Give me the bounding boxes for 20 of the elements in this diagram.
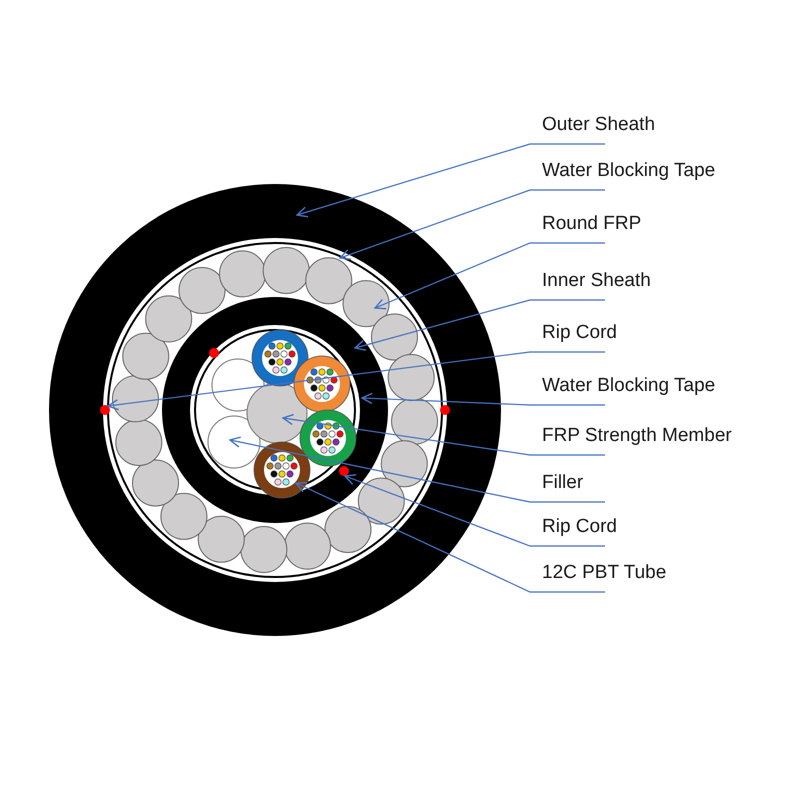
leader-line: [361, 392, 605, 406]
leader-line: [295, 482, 605, 593]
part-label: Water Blocking Tape: [542, 160, 716, 182]
leader-line: [296, 143, 605, 218]
part-label: Filler: [542, 472, 584, 494]
part-label: Rip Cord: [542, 322, 617, 344]
leader-line: [344, 474, 605, 547]
leader-line: [282, 414, 605, 456]
part-label: FRP Strength Member: [542, 425, 732, 447]
part-label: 12C PBT Tube: [542, 562, 666, 584]
leader-line: [354, 299, 605, 351]
part-label: Rip Cord: [542, 516, 617, 538]
part-label: Inner Sheath: [542, 270, 651, 292]
part-label: Outer Sheath: [542, 114, 656, 136]
leader-line: [229, 436, 605, 503]
part-label: Water Blocking Tape: [542, 375, 716, 397]
part-label: Round FRP: [542, 213, 642, 235]
leader-line: [339, 189, 605, 260]
leader-line: [107, 351, 605, 410]
leader-line: [374, 242, 605, 310]
